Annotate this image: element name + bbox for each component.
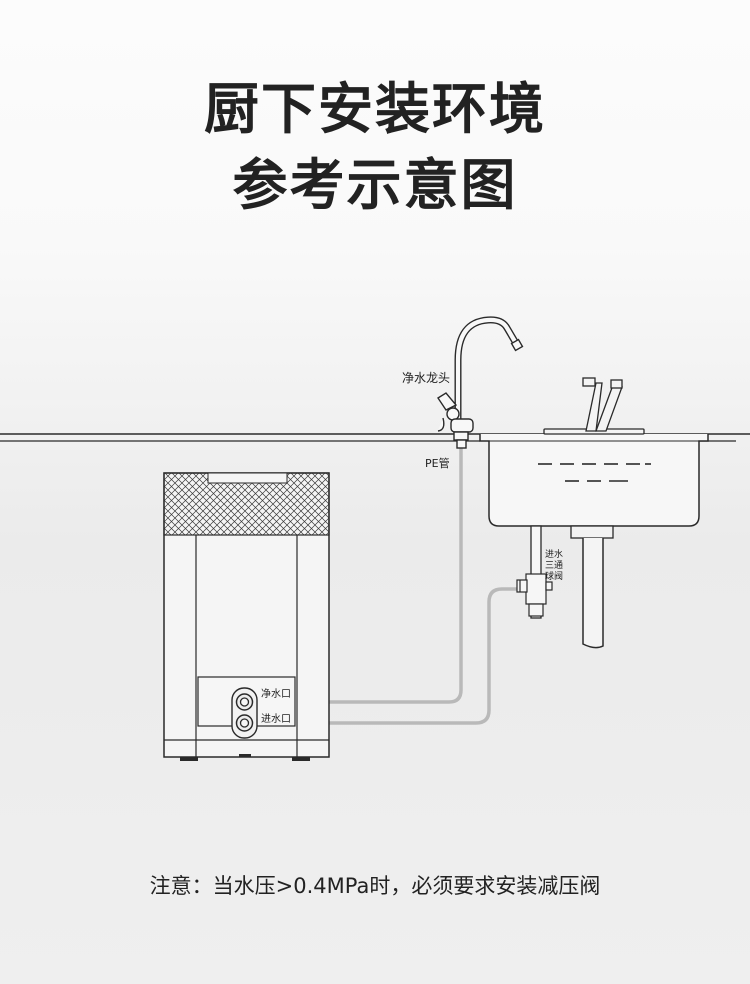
faucet-label: 净水龙头 [402, 371, 450, 385]
drain-pipe [570, 525, 614, 649]
valve-label-3: 球阀 [545, 570, 563, 582]
inlet-supply-pipe [530, 525, 542, 619]
water-purifier [163, 472, 330, 761]
sink [479, 434, 709, 527]
sink-water-dashes [538, 463, 651, 482]
sink-tap [543, 377, 645, 435]
valve-label-2: 三通 [545, 560, 563, 571]
pe-pipe-label: PE管 [425, 456, 450, 470]
pressure-note: 注意：当水压>0.4MPa时，必须要求安装减压阀 [149, 874, 601, 898]
water-inlet-label: 进水口 [261, 713, 291, 725]
ball-valve [516, 573, 553, 617]
valve-label-1: 进水 [545, 548, 563, 560]
title-line-2: 参考示意图 [232, 153, 518, 217]
clean-water-outlet-label: 净水口 [261, 687, 291, 700]
title-line-1: 厨下安装环境 [203, 77, 546, 141]
pe-pipes [292, 444, 526, 725]
faucet [437, 316, 524, 449]
